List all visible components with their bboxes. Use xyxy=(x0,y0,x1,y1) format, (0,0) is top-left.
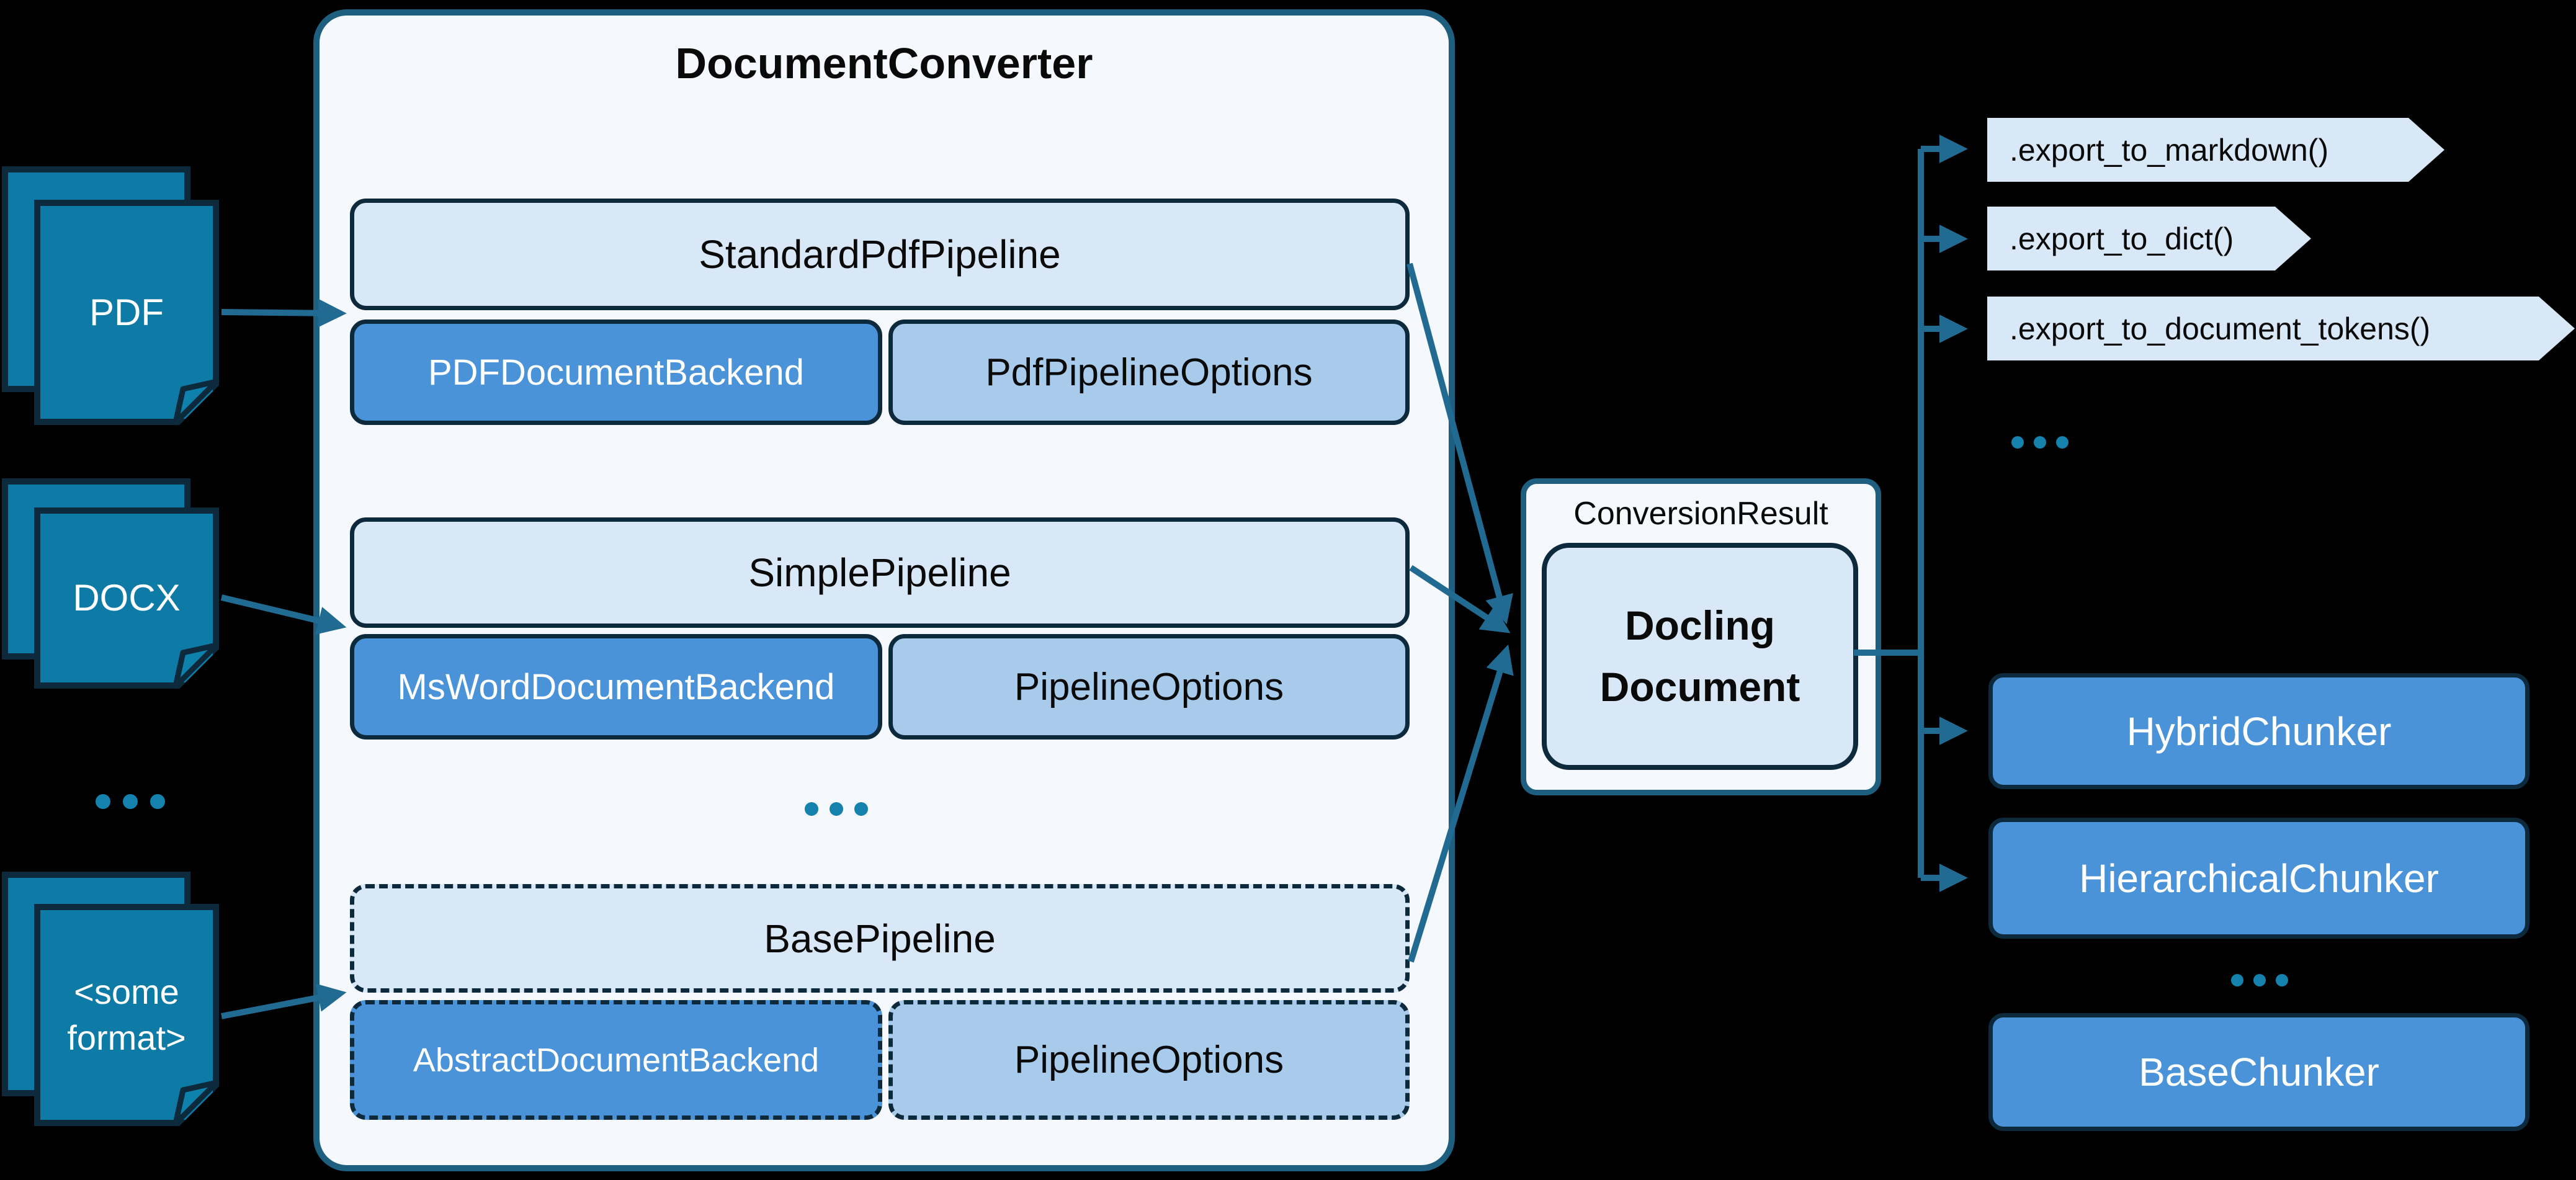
backend-label: PDFDocumentBackend xyxy=(427,352,805,393)
export-to-markdown-chevron: .export_to_markdown() xyxy=(1987,118,2444,182)
docx-label: DOCX xyxy=(73,577,181,619)
chunker-label: HierarchicalChunker xyxy=(2079,856,2439,901)
conversion-result-label: ConversionResult xyxy=(1573,496,1828,532)
export-label: .export_to_document_tokens() xyxy=(2010,311,2431,346)
other-format-label-line2: format> xyxy=(67,1018,186,1057)
page-fold-icon xyxy=(172,1079,220,1127)
other-front-sheet: <some format> xyxy=(34,904,219,1126)
ellipsis-icon xyxy=(1997,434,2083,450)
other-format-label-line1: <some xyxy=(74,972,179,1012)
options-label: PipelineOptions xyxy=(1014,665,1284,708)
options-box-simple: PipelineOptions xyxy=(888,634,1410,740)
options-box-base: PipelineOptions xyxy=(888,1000,1410,1120)
page-fold-icon xyxy=(172,378,220,426)
ellipsis-icon xyxy=(2216,973,2303,988)
pipeline-label: BasePipeline xyxy=(764,916,996,961)
pipeline-label: SimplePipeline xyxy=(748,550,1011,595)
options-label: PipelineOptions xyxy=(1014,1039,1284,1081)
docling-document-box: Docling Document xyxy=(1542,543,1858,770)
document-converter-title: DocumentConverter xyxy=(675,39,1093,87)
backend-label: MsWordDocumentBackend xyxy=(397,666,835,707)
chunker-label: BaseChunker xyxy=(2139,1050,2379,1094)
docling-document-line2: Document xyxy=(1599,664,1800,710)
export-to-dict-chevron: .export_to_dict() xyxy=(1987,207,2311,270)
backend-box-abstract: AbstractDocumentBackend xyxy=(350,1000,882,1120)
ellipsis-icon xyxy=(87,793,174,810)
pipeline-label: StandardPdfPipeline xyxy=(699,232,1061,277)
pdf-front-sheet: PDF xyxy=(34,200,219,425)
export-label: .export_to_dict() xyxy=(2010,221,2234,256)
pipeline-box-base: BasePipeline xyxy=(350,884,1410,993)
backend-box-pdf: PDFDocumentBackend xyxy=(350,320,882,425)
export-label: .export_to_markdown() xyxy=(2010,132,2329,168)
pipeline-box-standard-pdf: StandardPdfPipeline xyxy=(350,199,1410,310)
chunker-label: HybridChunker xyxy=(2126,708,2392,754)
hierarchical-chunker-box: HierarchicalChunker xyxy=(1988,818,2529,939)
export-to-document-tokens-chevron: .export_to_document_tokens() xyxy=(1987,297,2575,360)
pdf-label: PDF xyxy=(89,291,164,333)
options-label: PdfPipelineOptions xyxy=(985,351,1313,394)
options-box-pdf: PdfPipelineOptions xyxy=(888,320,1410,425)
hybrid-chunker-box: HybridChunker xyxy=(1988,673,2529,789)
docling-document-line1: Docling xyxy=(1625,602,1775,648)
base-chunker-box: BaseChunker xyxy=(1988,1013,2529,1131)
backend-box-msword: MsWordDocumentBackend xyxy=(350,634,882,740)
ellipsis-icon xyxy=(793,800,880,818)
page-fold-icon xyxy=(172,642,220,689)
pipeline-box-simple: SimplePipeline xyxy=(350,517,1410,628)
backend-label: AbstractDocumentBackend xyxy=(413,1041,820,1079)
